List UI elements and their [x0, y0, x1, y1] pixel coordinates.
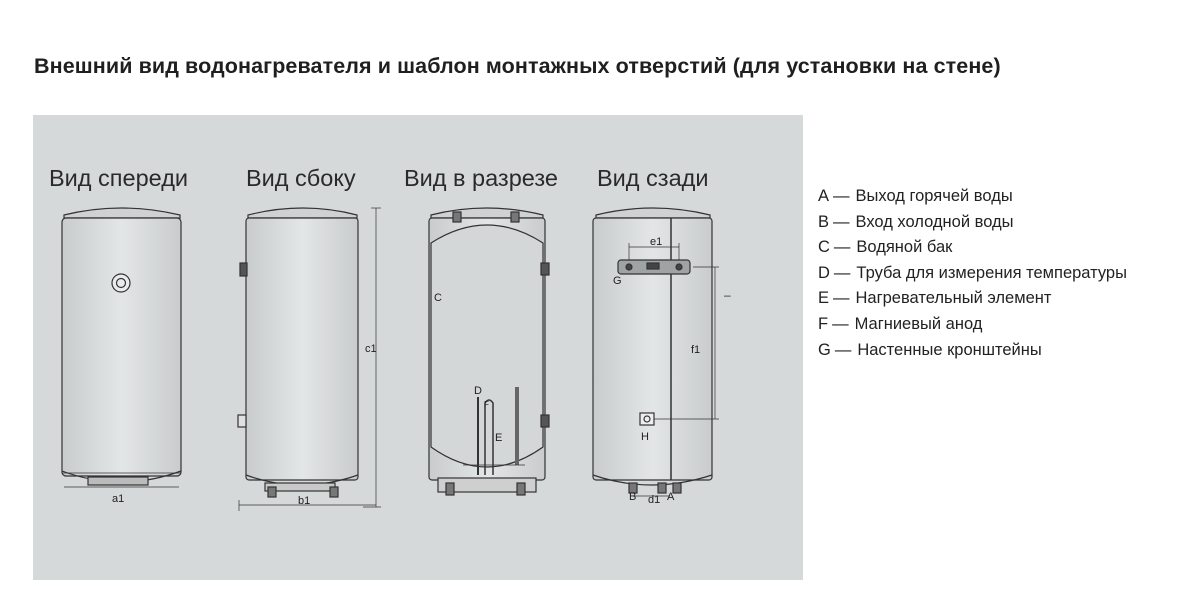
heater-diagram-panel: a1 b1 c1 d1 e1 f1 C D E F G H B A Вид сп… — [33, 115, 803, 580]
view-label-side: Вид сбоку — [246, 165, 356, 191]
marker-f-label: F — [484, 400, 489, 409]
stray-dash-mark: – — [724, 288, 731, 302]
dim-c1-label: c1 — [365, 343, 377, 355]
legend: A—Выход горячей воды B—Вход холодной вод… — [818, 184, 1127, 363]
dim-f1-label: f1 — [691, 344, 700, 356]
legend-item: B—Вход холодной воды — [818, 212, 1014, 231]
view-label-section: Вид в разрезе — [404, 165, 558, 191]
heater-drawings: a1 b1 c1 d1 e1 f1 C D E F G H B A — [61, 207, 719, 511]
marker-h-label: H — [641, 431, 649, 443]
legend-item: F—Магниевый анод — [818, 314, 983, 333]
page-title: Внешний вид водонагревателя и шаблон мон… — [34, 54, 1001, 78]
legend-item: E—Нагревательный элемент — [818, 289, 1052, 308]
dim-a1-label: a1 — [112, 493, 124, 505]
front-view-drawing — [61, 207, 182, 488]
back-view-drawing — [592, 207, 719, 497]
side-view-drawing — [237, 207, 381, 511]
legend-item: G—Настенные кронштейны — [818, 340, 1042, 359]
legend-item: D—Труба для измерения температуры — [818, 263, 1127, 282]
marker-e-label: E — [495, 432, 502, 444]
dim-d1-label: d1 — [648, 494, 660, 506]
view-label-front: Вид спереди — [49, 165, 189, 191]
section-view-drawing — [428, 207, 550, 496]
marker-b-label: B — [629, 491, 636, 503]
view-label-back: Вид сзади — [597, 165, 709, 191]
dim-e1-label: e1 — [650, 236, 662, 248]
marker-a-label: A — [667, 491, 675, 503]
marker-c-label: C — [434, 292, 442, 304]
legend-item: C—Водяной бак — [818, 238, 953, 257]
dim-b1-label: b1 — [298, 495, 310, 507]
legend-item: A—Выход горячей воды — [818, 187, 1013, 205]
marker-g-label: G — [613, 275, 622, 287]
marker-d-label: D — [474, 385, 482, 397]
